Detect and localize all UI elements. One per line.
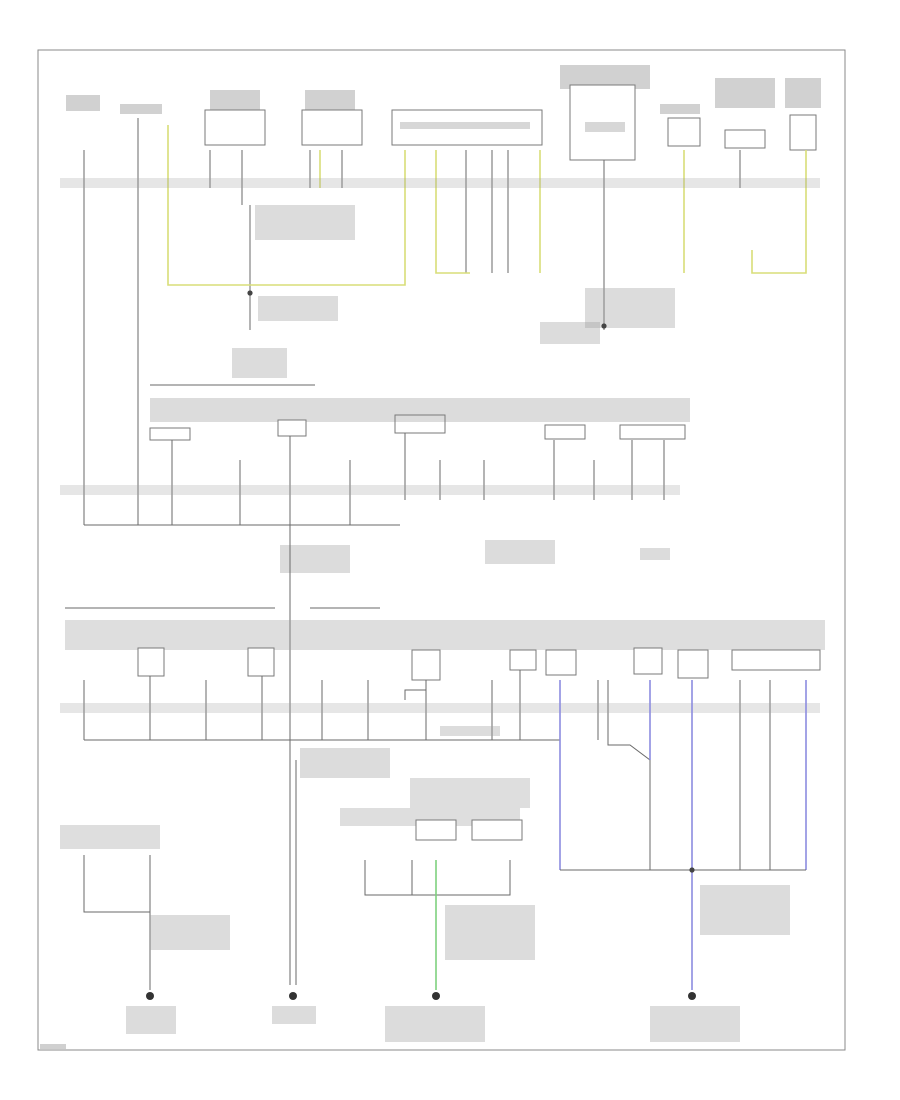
component-box-a — [204, 109, 266, 146]
splice-node-top-2 — [601, 323, 607, 329]
label-row3 — [65, 620, 825, 650]
top-component-row — [60, 65, 821, 525]
row2-note-3 — [640, 548, 670, 560]
row2-note-2 — [485, 540, 555, 564]
row2-hdr-4 — [619, 424, 686, 440]
row3-note-2 — [440, 726, 500, 736]
wire-t4 — [309, 150, 343, 188]
wire-yellow-1 — [167, 125, 406, 286]
wire-yellow-6 — [751, 150, 807, 274]
row3-box-1 — [137, 647, 165, 677]
conn-labels-top — [60, 178, 820, 188]
row2-wires — [171, 433, 665, 545]
label-block-1 — [66, 95, 100, 111]
row3-stub — [404, 680, 651, 870]
row3-box-4 — [509, 649, 537, 671]
component-box-e — [789, 114, 817, 151]
pcm-label — [400, 122, 530, 129]
splice-note-4 — [540, 322, 600, 344]
ground-label-3 — [385, 1006, 485, 1042]
row2-note-1 — [280, 545, 350, 573]
splice-node-top-1 — [247, 290, 253, 296]
bottom-left-wires — [83, 855, 151, 990]
component-header-f — [724, 129, 766, 149]
ground-symbol-4 — [688, 992, 696, 1000]
bottom-left-labels — [60, 825, 160, 849]
bottom-box-1 — [415, 819, 457, 841]
label-block-6 — [660, 104, 700, 114]
row3-box-6 — [633, 647, 663, 675]
wire-yellow-3 — [435, 150, 470, 274]
row3-box-3 — [411, 649, 441, 681]
row3-conn-labels — [60, 703, 820, 713]
row2-hdr-2 — [394, 414, 446, 434]
ground-symbol-3 — [432, 992, 440, 1000]
label-block-7 — [715, 78, 775, 108]
row3-box-5 — [545, 649, 577, 676]
splice-note-1 — [255, 205, 355, 240]
row3-box-7 — [677, 649, 709, 679]
second-component-row — [60, 384, 690, 985]
diagram-frame — [37, 49, 846, 1051]
row2-hdr-1 — [149, 427, 191, 441]
row3-note-1 — [300, 748, 390, 778]
component-box-d — [667, 117, 701, 147]
ground-label-2 — [272, 1006, 316, 1024]
bottom-mid-wires — [364, 860, 511, 896]
wire-t5 — [465, 150, 509, 273]
label-row2 — [150, 398, 690, 422]
label-block-2 — [120, 104, 162, 114]
label-block-3 — [210, 90, 260, 110]
component-box-pcm — [391, 109, 543, 146]
bottom-section — [40, 778, 790, 1049]
box-c-label — [585, 122, 625, 132]
third-component-row — [60, 607, 825, 990]
component-box-b — [301, 109, 363, 146]
ground-label-4 — [650, 1006, 740, 1042]
row3-wires — [83, 670, 771, 870]
bottom-right-note — [700, 885, 790, 935]
splice-note-2 — [258, 296, 338, 321]
bottom-left-note — [150, 915, 230, 950]
row2-box-1 — [277, 419, 307, 437]
ground-symbol-2 — [289, 992, 297, 1000]
bottom-box-2 — [471, 819, 523, 841]
row2-conn-labels — [60, 485, 680, 495]
label-block-8 — [785, 78, 821, 108]
row2-hdr-3 — [544, 424, 586, 440]
wire-t3 — [209, 150, 251, 330]
bottom-mid-hdr — [410, 778, 530, 808]
splice-node-right — [689, 867, 695, 873]
row3-box-2 — [247, 647, 275, 677]
row3-hdr-1 — [731, 649, 821, 671]
label-block-4 — [305, 90, 355, 110]
ground-note-top — [232, 348, 287, 378]
row2-to-row3 — [289, 525, 297, 985]
splice-note-3 — [585, 288, 675, 328]
bottom-mid-note — [445, 905, 535, 960]
ground-label-1 — [126, 1006, 176, 1034]
component-box-c — [569, 84, 636, 161]
ground-symbol-1 — [146, 992, 154, 1000]
footer-code — [40, 1044, 66, 1049]
